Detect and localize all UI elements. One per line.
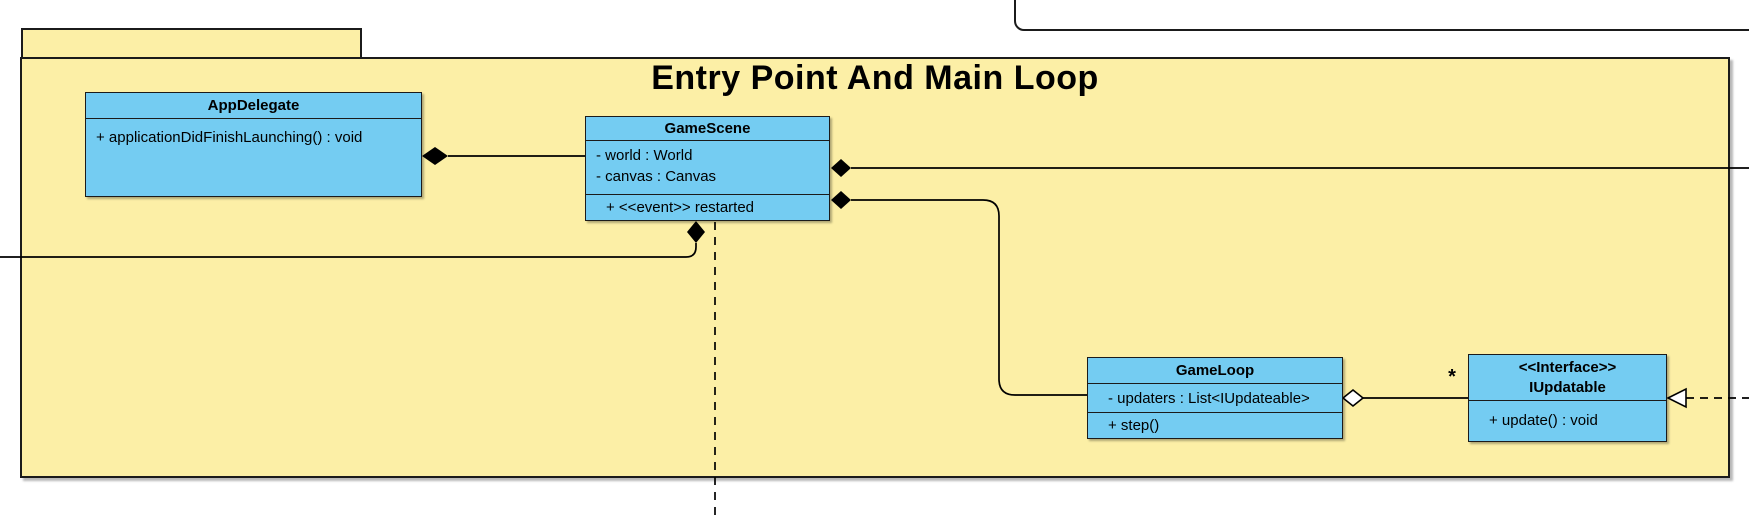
operations-compartment: + <<event>> restarted	[586, 194, 829, 220]
composition-gamescene-left[interactable]	[0, 221, 705, 258]
attribute: - canvas : Canvas	[596, 168, 717, 185]
class-name: AppDelegate	[207, 97, 300, 114]
hollow-triangle-icon	[1666, 387, 1687, 409]
multiplicity-label: *	[1448, 366, 1456, 388]
hollow-diamond-icon	[1341, 388, 1365, 408]
operation: + update() : void	[1489, 412, 1598, 429]
operation: + <<event>> restarted	[606, 199, 755, 216]
class-iupdatable[interactable]: <<Interface>> IUpdatable + update() : vo…	[1468, 354, 1667, 442]
realization-iupdatable[interactable]	[1666, 387, 1749, 409]
composition-gamescene-right[interactable]	[831, 159, 1749, 177]
class-name: GameScene	[664, 120, 751, 137]
attribute: - world : World	[596, 147, 693, 164]
attributes-compartment: - updaters : List<IUpdateable>	[1088, 383, 1342, 412]
class-gamescene[interactable]: GameScene - world : World - canvas : Can…	[585, 116, 830, 221]
composition-gamescene-gameloop[interactable]	[831, 191, 1087, 396]
attribute: - updaters : List<IUpdateable>	[1108, 389, 1310, 407]
filled-diamond-icon	[687, 221, 705, 243]
operations-compartment: + applicationDidFinishLaunching() : void	[86, 118, 421, 196]
class-appdelegate[interactable]: AppDelegate + applicationDidFinishLaunch…	[85, 92, 422, 197]
stereotype: <<Interface>>	[1518, 358, 1617, 376]
interface-name: IUpdatable	[1529, 378, 1606, 396]
filled-diamond-icon	[831, 159, 851, 177]
package-tab[interactable]	[21, 28, 362, 58]
class-name: <<Interface>> IUpdatable	[1469, 355, 1666, 400]
attributes-compartment: - world : World - canvas : Canvas	[586, 140, 829, 194]
class-name: GameLoop	[1175, 362, 1255, 379]
clipped-package-fragment[interactable]	[1014, 0, 1749, 31]
filled-diamond-icon	[422, 147, 448, 165]
composition-appdelegate-gamescene[interactable]	[422, 147, 585, 165]
package-title: Entry Point And Main Loop	[651, 58, 1099, 97]
operation: + step()	[1108, 416, 1160, 434]
operations-compartment: + update() : void	[1469, 400, 1666, 440]
operation: + applicationDidFinishLaunching() : void	[96, 129, 363, 146]
operations-compartment: + step()	[1088, 412, 1342, 437]
class-gameloop[interactable]: GameLoop - updaters : List<IUpdateable> …	[1087, 357, 1343, 439]
aggregation-gameloop-iupdatable[interactable]	[1341, 388, 1468, 408]
filled-diamond-icon	[831, 191, 851, 209]
